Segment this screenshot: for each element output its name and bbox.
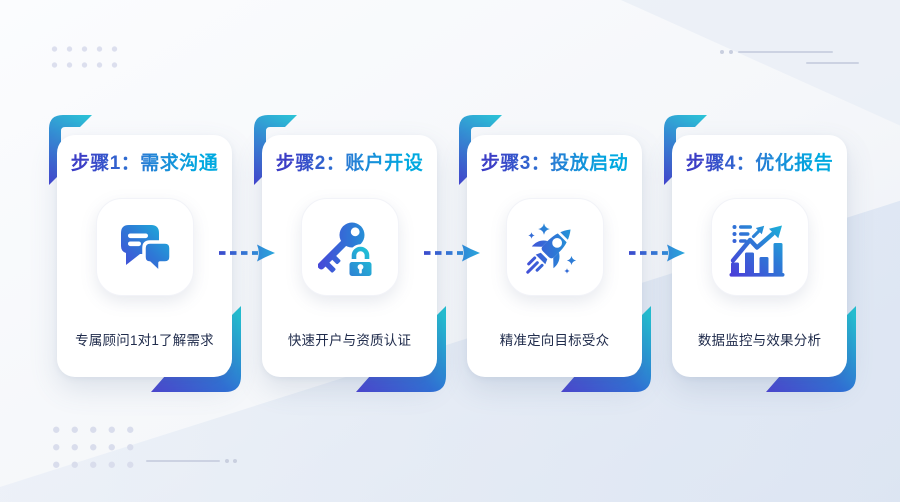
decor-dot bbox=[225, 459, 229, 463]
icon-tile bbox=[710, 198, 809, 296]
decor-dot bbox=[729, 50, 733, 54]
step-description: 快速开户与资质认证 bbox=[287, 333, 412, 348]
decor-line-bottom-left bbox=[146, 460, 220, 462]
decor-dot bbox=[720, 50, 724, 54]
step-description: 专属顾问1对1了解需求 bbox=[75, 333, 214, 348]
dot-grid-bottom-left bbox=[47, 421, 143, 474]
icon-tile bbox=[505, 198, 604, 296]
decor-dot bbox=[233, 459, 237, 463]
step-title: 步骤1：需求沟通 bbox=[57, 148, 232, 175]
step-card-4: 步骤4：优化报告 数据监控与效果分析 bbox=[664, 115, 856, 392]
corner-ribbon-bottom-right bbox=[151, 306, 241, 392]
decor-line-top-right-2 bbox=[806, 62, 859, 64]
flow-arrow-3 bbox=[629, 244, 685, 262]
key-lock-icon bbox=[317, 222, 374, 279]
step-description: 数据监控与效果分析 bbox=[697, 333, 822, 348]
decor-line-top-right bbox=[738, 51, 833, 53]
step-card-2: 步骤2：账户开设 快速开户与资质认证 bbox=[254, 115, 446, 392]
flow-arrow-1 bbox=[219, 244, 275, 262]
corner-ribbon-bottom-right bbox=[561, 306, 651, 392]
step-card-3: 步骤3：投放启动 精准定向目标受众 bbox=[459, 115, 651, 392]
step-title: 步骤3：投放启动 bbox=[467, 148, 642, 175]
flow-arrow-2 bbox=[424, 244, 480, 262]
chat-bubbles-icon bbox=[120, 225, 173, 275]
dot-grid-top-left bbox=[47, 41, 123, 73]
step-title: 步骤2：账户开设 bbox=[262, 148, 437, 175]
bar-chart-growth-icon bbox=[729, 225, 784, 277]
corner-ribbon-bottom-right bbox=[356, 306, 446, 392]
step-description: 精准定向目标受众 bbox=[499, 333, 610, 348]
corner-ribbon-bottom-right bbox=[766, 306, 856, 392]
rocket-icon bbox=[525, 223, 576, 274]
step-title: 步骤4：优化报告 bbox=[672, 148, 847, 175]
icon-tile bbox=[300, 198, 399, 296]
icon-tile bbox=[95, 198, 194, 296]
step-card-1: 步骤1：需求沟通 专属顾问1对1了解需求 bbox=[49, 115, 241, 392]
